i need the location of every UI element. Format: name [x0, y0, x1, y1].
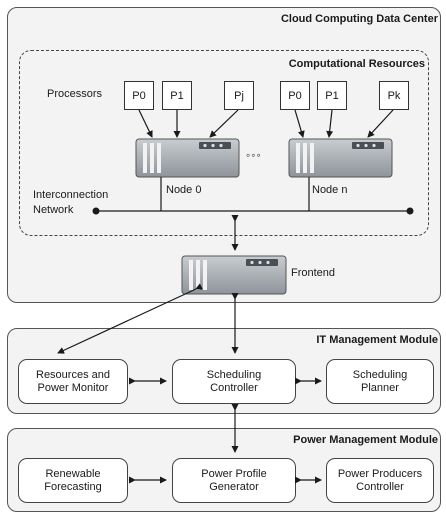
power-profile-generator-line1: Power Profile: [201, 467, 267, 480]
scheduling-controller-box: Scheduling Controller: [172, 359, 296, 404]
node-ellipsis: ◦◦◦: [246, 148, 262, 162]
processor-p1-node0: P1: [162, 81, 192, 110]
network-label-line1: Interconnection: [33, 189, 109, 201]
resources-power-monitor-line2: Power Monitor: [37, 381, 109, 394]
scheduling-planner-box: Scheduling Planner: [326, 359, 434, 404]
processor-pk-noden: Pk: [379, 81, 409, 110]
renewable-forecasting-line2: Forecasting: [44, 480, 102, 493]
node0-label: Node 0: [166, 184, 202, 196]
noden-label: Node n: [312, 184, 348, 196]
processor-p0-node0: P0: [124, 81, 154, 110]
power-producers-controller-line1: Power Producers: [337, 467, 423, 480]
computational-resources-title: Computational Resources: [288, 58, 425, 70]
renewable-forecasting-line1: Renewable: [45, 467, 101, 480]
server-icon: [288, 138, 393, 178]
scheduling-controller-line2: Controller: [210, 381, 258, 394]
server-icon: [135, 138, 240, 178]
processor-pj-node0: Pj: [224, 81, 254, 110]
computational-resources-region: [19, 50, 429, 236]
resources-power-monitor-line1: Resources and: [36, 368, 110, 381]
network-label-line2: Network: [33, 204, 74, 216]
scheduling-planner-line1: Scheduling: [352, 368, 408, 381]
power-profile-generator-line2: Generator: [209, 480, 259, 493]
processor-p1-noden: P1: [317, 81, 347, 110]
power-producers-controller-box: Power Producers Controller: [326, 458, 434, 503]
frontend-label: Frontend: [291, 267, 336, 279]
resources-power-monitor-box: Resources and Power Monitor: [18, 359, 128, 404]
processor-p0-noden: P0: [280, 81, 310, 110]
processors-label: Processors: [47, 88, 103, 100]
power-profile-generator-box: Power Profile Generator: [172, 458, 296, 503]
scheduling-controller-line1: Scheduling: [206, 368, 262, 381]
datacenter-title: Cloud Computing Data Center: [280, 13, 438, 25]
it-management-title: IT Management Module: [316, 334, 438, 346]
renewable-forecasting-box: Renewable Forecasting: [18, 458, 128, 503]
server-icon: [181, 255, 287, 295]
power-producers-controller-line2: Controller: [356, 480, 404, 493]
scheduling-planner-line2: Planner: [361, 381, 399, 394]
power-management-title: Power Management Module: [293, 434, 438, 446]
